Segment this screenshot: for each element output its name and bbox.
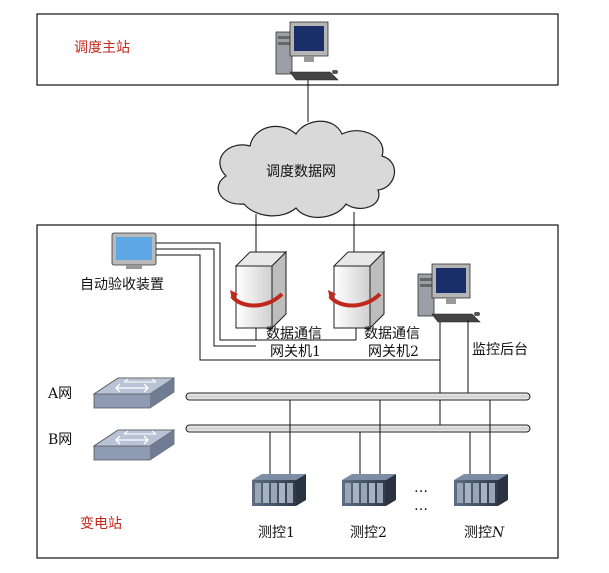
controller1-label: 测控1 [258,525,295,541]
master-station-label: 调度主站 [74,40,130,56]
switch-a-icon [93,377,175,409]
controllern-rack-icon [454,474,508,506]
gateway1-label-line2: 网关机1 [270,344,321,360]
controller2-rack-icon [342,474,396,506]
bus-b-label: B网 [48,432,72,448]
ellipsis-bottom: … [414,498,428,514]
bus-a-label: A网 [47,386,72,402]
controller1-rack-icon [252,474,306,506]
monitoring-label: 监控后台 [472,342,528,358]
bus-a [185,392,531,401]
gateway1-server-icon [228,250,288,330]
switch-b-icon [93,429,175,461]
dispatch-network-cloud [217,120,396,218]
auto-acceptance-monitor-icon [111,232,157,269]
gateway2-label-line2: 网关机2 [368,344,419,360]
gateway1-label-line1: 数据通信 [266,326,322,342]
gateway2-label-line1: 数据通信 [364,326,420,342]
substation-label: 变电站 [80,516,122,532]
bus-b [185,424,531,433]
auto-acceptance-label: 自动验收装置 [80,277,164,293]
controllern-label-index: N [491,525,505,541]
ellipsis-top: … [414,480,428,496]
controller2-label: 测控2 [350,525,387,541]
controllern-label: 测控N [464,525,505,541]
controllern-label-prefix: 测控 [464,525,492,541]
substation-box [36,224,559,559]
dispatch-network-label: 调度数据网 [266,164,336,180]
acceptance-wire-inner [156,254,440,361]
acceptance-wire-middle [156,248,256,347]
monitoring-computer-icon [417,263,481,323]
gateway2-server-icon [326,250,386,330]
acceptance-wire-outer [156,242,356,341]
